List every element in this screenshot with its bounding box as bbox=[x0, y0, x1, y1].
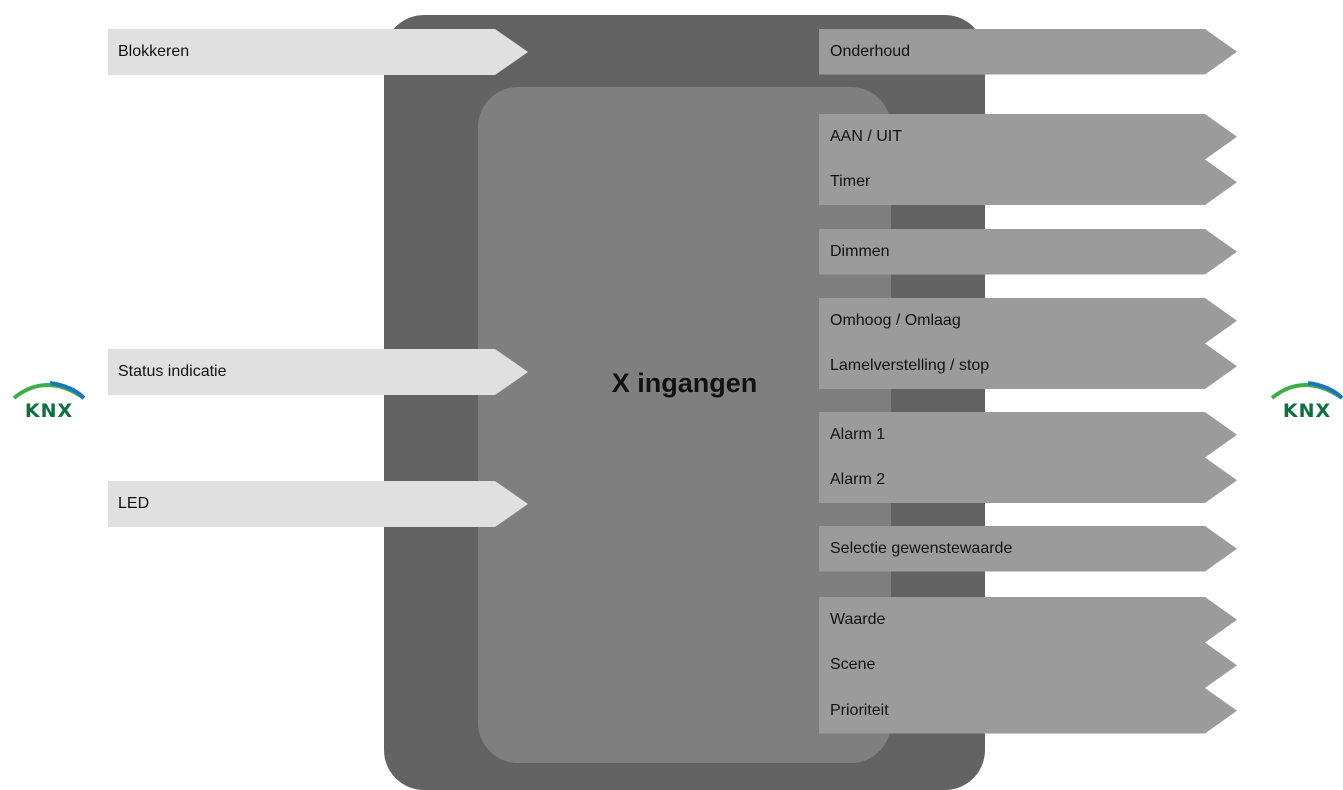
knx-logo-icon bbox=[1270, 381, 1343, 400]
knx-logo-left: KNX bbox=[12, 381, 86, 420]
input-arrow bbox=[108, 349, 528, 395]
output-arrow-group bbox=[819, 29, 1237, 75]
input-label: Blokkeren bbox=[118, 43, 190, 60]
knx-logo-text-right: KNX bbox=[1283, 400, 1331, 420]
input-label: Status indicatie bbox=[118, 363, 227, 380]
knx-logo-right: KNX bbox=[1270, 381, 1343, 420]
output-label: Alarm 1 bbox=[830, 425, 886, 443]
output-label: AAN / UIT bbox=[830, 127, 903, 145]
knx-logo-text-left: KNX bbox=[25, 400, 73, 420]
input-arrow bbox=[108, 481, 528, 527]
knx-logo-icon bbox=[12, 381, 86, 400]
output-label: Onderhoud bbox=[830, 42, 911, 60]
output-arrow-group bbox=[819, 526, 1237, 572]
inner-block bbox=[478, 87, 891, 763]
output-label: Selectie gewenstewaarde bbox=[830, 539, 1013, 557]
output-arrow-group bbox=[819, 412, 1237, 503]
output-label: Omhoog / Omlaag bbox=[830, 311, 961, 329]
output-arrows bbox=[819, 29, 1237, 734]
output-label: Alarm 2 bbox=[830, 471, 886, 489]
input-label: LED bbox=[118, 495, 150, 512]
output-arrow-group bbox=[819, 114, 1237, 205]
output-arrow-group bbox=[819, 229, 1237, 275]
output-label: Prioriteit bbox=[830, 701, 889, 719]
output-label: Dimmen bbox=[830, 242, 890, 260]
block-title: X ingangen bbox=[611, 368, 758, 398]
input-arrow bbox=[108, 29, 528, 75]
output-arrow-group bbox=[819, 298, 1237, 389]
input-arrows bbox=[108, 29, 528, 527]
output-label: Scene bbox=[830, 656, 876, 674]
output-label: Waarde bbox=[830, 610, 886, 628]
output-label: Lamelverstelling / stop bbox=[830, 357, 990, 375]
output-arrow-group bbox=[819, 597, 1237, 734]
output-label: Timer bbox=[830, 173, 871, 191]
